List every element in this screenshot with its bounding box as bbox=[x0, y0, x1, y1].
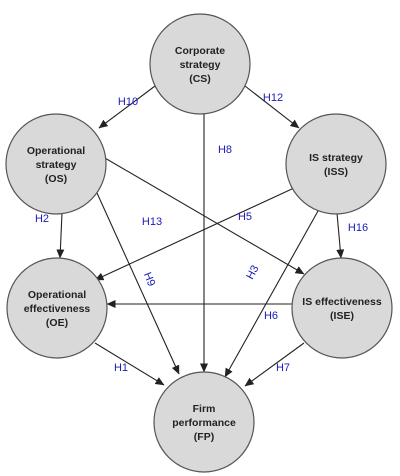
edges-layer bbox=[56, 85, 345, 387]
node-fp: Firm performance (FP) bbox=[153, 371, 255, 473]
node-circle-oe bbox=[6, 257, 108, 359]
node-ise: IS effectiveness (ISE) bbox=[291, 257, 393, 359]
node-iss: IS strategy (ISS) bbox=[285, 113, 387, 215]
node-label-oe-line-0: Operational bbox=[28, 289, 86, 301]
edge-iss-to-fp bbox=[224, 210, 319, 378]
node-label-fp-line-2: (FP) bbox=[194, 431, 214, 443]
node-os: Operational strategy (OS) bbox=[5, 113, 107, 215]
node-label-os-line-0: Operational bbox=[27, 145, 85, 157]
node-circle-os bbox=[5, 113, 107, 215]
node-label-ise-line-0: IS effectiveness bbox=[302, 296, 382, 308]
node-label-cs-line-2: (CS) bbox=[189, 73, 211, 85]
node-cs: Corporate strategy (CS) bbox=[149, 13, 251, 115]
node-label-cs-line-0: Corporate bbox=[175, 45, 225, 57]
edge-oe-to-fp bbox=[94, 342, 165, 386]
node-label-os-line-1: strategy bbox=[36, 159, 77, 171]
hypothesis-label-h3: H3 bbox=[244, 263, 261, 281]
hypothesis-label-h7: H7 bbox=[276, 362, 290, 374]
node-label-fp-line-0: Firm bbox=[193, 403, 216, 415]
node-circle-cs bbox=[149, 13, 251, 115]
node-label-oe-line-1: effectiveness bbox=[24, 303, 91, 315]
node-label-iss-line-0: IS strategy bbox=[309, 152, 363, 164]
hypothesis-label-h16: H16 bbox=[348, 222, 368, 234]
hypothesis-label-h6: H6 bbox=[264, 310, 278, 322]
hypothesis-label-h1: H1 bbox=[114, 362, 128, 374]
edge-cs-to-iss bbox=[244, 85, 300, 129]
node-label-os-line-2: (OS) bbox=[45, 173, 67, 185]
hypothesis-label-h10: H10 bbox=[118, 96, 138, 108]
edge-cs-to-os bbox=[98, 85, 156, 129]
hypothesis-label-h2: H2 bbox=[35, 213, 49, 225]
node-oe: Operational effectiveness (OE) bbox=[6, 257, 108, 359]
edge-os-to-fp bbox=[96, 192, 180, 375]
hypothesis-label-h5: H5 bbox=[238, 211, 252, 223]
hypothesis-label-h12: H12 bbox=[263, 92, 283, 104]
edge-ise-to-fp bbox=[244, 342, 305, 387]
node-label-cs-line-1: strategy bbox=[180, 59, 221, 71]
node-label-oe-line-2: (OE) bbox=[46, 317, 68, 329]
node-circle-ise bbox=[291, 257, 393, 359]
edge-iss-to-oe bbox=[94, 187, 295, 281]
hypothesis-label-h8: H8 bbox=[218, 144, 232, 156]
edge-os-to-ise bbox=[97, 153, 305, 275]
edge-os-to-oe bbox=[56, 212, 65, 259]
node-label-ise-line-1: (ISE) bbox=[330, 310, 354, 322]
hypothesis-label-h13: H13 bbox=[142, 216, 162, 228]
node-circle-iss bbox=[285, 113, 387, 215]
node-label-fp-line-1: performance bbox=[172, 417, 236, 429]
edge-iss-to-ise bbox=[336, 212, 345, 259]
node-circle-fp bbox=[153, 371, 255, 473]
nodes-layer: Corporate strategy (CS) Operational strategy… bbox=[5, 13, 393, 473]
hypothesis-label-h9: H9 bbox=[141, 271, 157, 289]
node-label-iss-line-1: (ISS) bbox=[324, 166, 348, 178]
